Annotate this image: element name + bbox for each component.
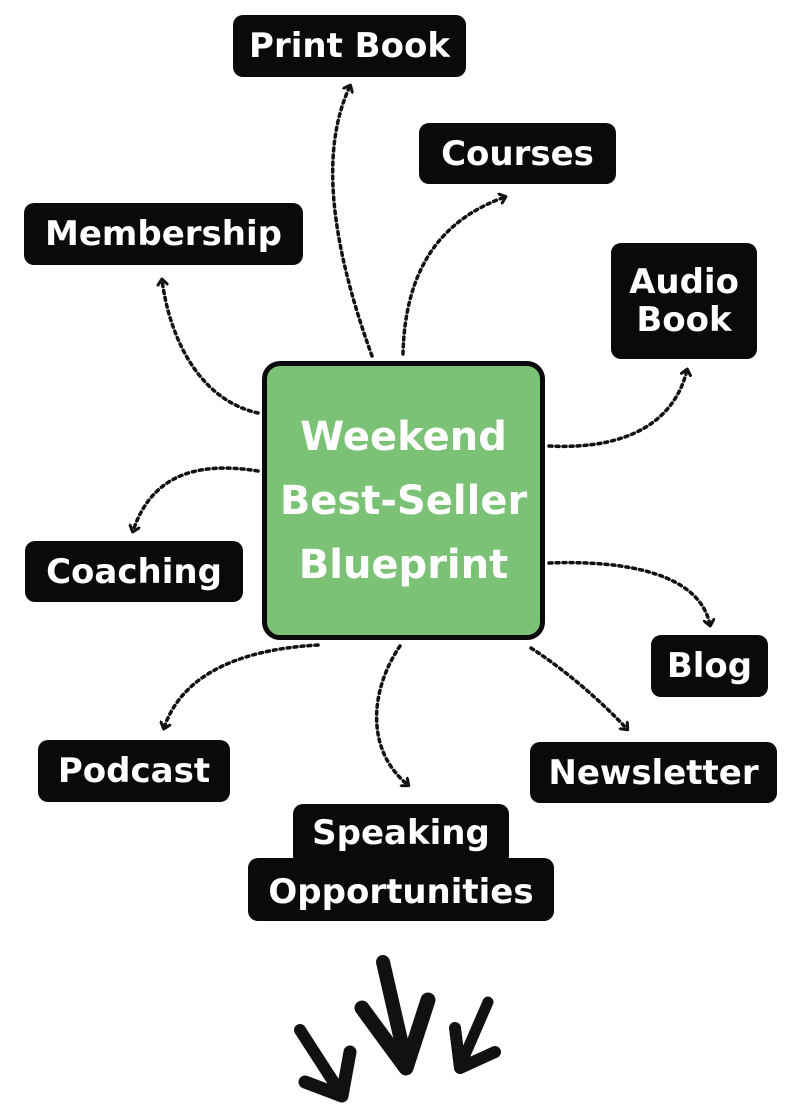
connector-print-book [330, 86, 374, 358]
center-topic-line-3: Blueprint [298, 541, 509, 588]
center-topic-line-1: Weekend [300, 413, 507, 460]
node-newsletter-label: Newsletter [548, 752, 759, 793]
connector-coaching [133, 466, 260, 531]
connector-audio-book [547, 370, 687, 449]
node-speaking-bottom: Opportunities [248, 858, 554, 921]
node-speaking-line-1: Speaking [312, 813, 490, 853]
node-audio-book-line-2: Book [636, 300, 732, 340]
connector-newsletter [529, 646, 627, 729]
connector-blog [547, 560, 710, 625]
decorative-down-arrows [294, 955, 501, 1103]
node-coaching: Coaching [25, 541, 243, 602]
node-coaching-label: Coaching [46, 551, 222, 592]
node-newsletter: Newsletter [530, 742, 777, 803]
connector-speaking [374, 644, 408, 785]
node-podcast: Podcast [38, 740, 230, 802]
center-topic-line-2: Best-Seller [279, 477, 528, 524]
connector-membership [162, 280, 260, 415]
node-courses: Courses [419, 123, 616, 184]
center-topic: Weekend Best-Seller Blueprint [262, 361, 545, 640]
node-audio-book: Audio Book [611, 243, 757, 359]
node-membership: Membership [24, 203, 303, 265]
node-speaking-top: Speaking [293, 804, 509, 866]
node-blog: Blog [651, 635, 768, 697]
node-print-book-label: Print Book [249, 26, 450, 66]
node-courses-label: Courses [441, 133, 594, 174]
node-print-book: Print Book [233, 15, 466, 77]
node-audio-book-line-1: Audio [629, 261, 739, 302]
connector-podcast [164, 643, 320, 728]
node-speaking-line-2: Opportunities [268, 872, 534, 912]
connector-courses [401, 197, 505, 356]
node-membership-label: Membership [45, 214, 282, 254]
node-blog-label: Blog [666, 646, 753, 686]
node-podcast-label: Podcast [57, 751, 211, 791]
